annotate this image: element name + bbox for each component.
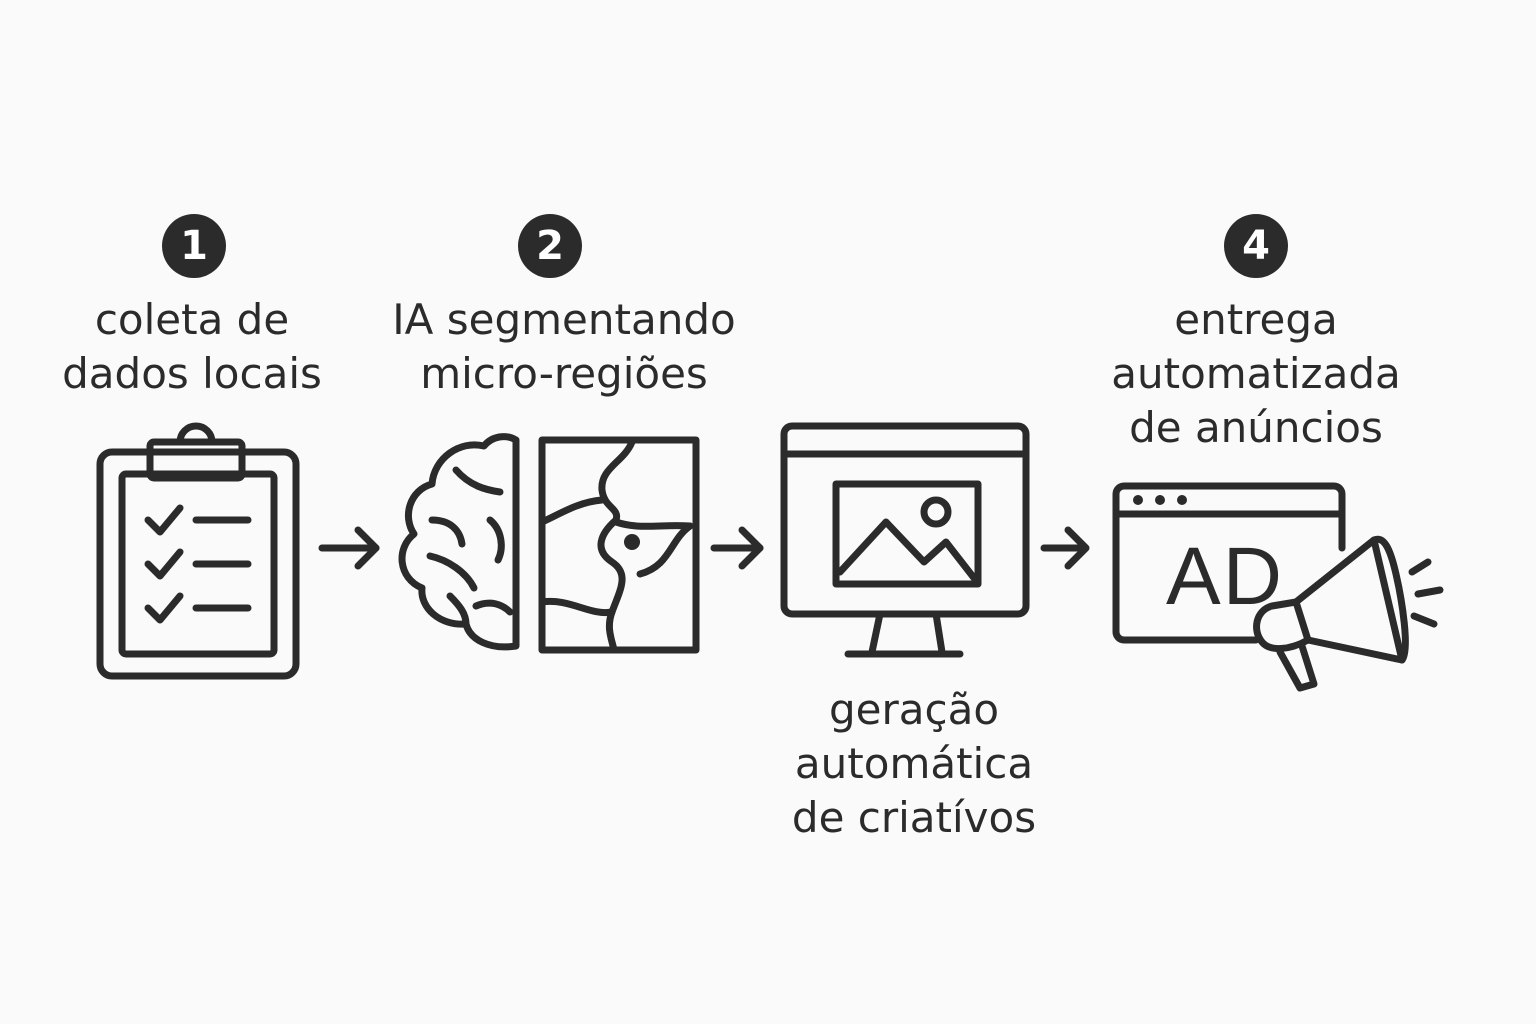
- step-3-label-line: de criatívos: [791, 793, 1037, 842]
- step-2-label: IA segmentando micro-regiões: [392, 293, 735, 401]
- step-1-label: coleta de dados locais: [62, 293, 322, 401]
- map-icon: [538, 436, 700, 654]
- browser-ad-icon: [1112, 482, 1346, 644]
- arrow-right-icon: [1040, 526, 1090, 570]
- step-3-label-line: automática: [794, 739, 1034, 788]
- step-2-label-line: IA segmentando: [392, 295, 736, 344]
- monitor-image-icon: [780, 422, 1030, 658]
- ad-text: AD: [1166, 531, 1284, 622]
- step-2-badge: 2: [518, 214, 582, 278]
- step-3-label: geração automática de criatívos: [792, 683, 1036, 845]
- step-4-label: entrega automatizada de anúncios: [1111, 293, 1401, 455]
- step-4-badge: 4: [1224, 214, 1288, 278]
- step-4-label-line: automatizada: [1111, 349, 1401, 398]
- arrow-right-icon: [318, 526, 380, 570]
- step-1-badge: 1: [162, 214, 226, 278]
- arrow-right-icon: [710, 526, 764, 570]
- step-2-label-line: micro-regiões: [420, 349, 708, 398]
- brain-icon: [398, 433, 520, 651]
- clipboard-checklist-icon: [96, 422, 300, 680]
- step-1-label-line: dados locais: [62, 349, 322, 398]
- megaphone-icon: [1253, 535, 1444, 692]
- step-3-label-line: geração: [828, 685, 1000, 734]
- step-4-label-line: entrega: [1174, 295, 1338, 344]
- step-4-label-line: de anúncios: [1129, 403, 1383, 452]
- step-1-label-line: coleta de: [94, 295, 290, 344]
